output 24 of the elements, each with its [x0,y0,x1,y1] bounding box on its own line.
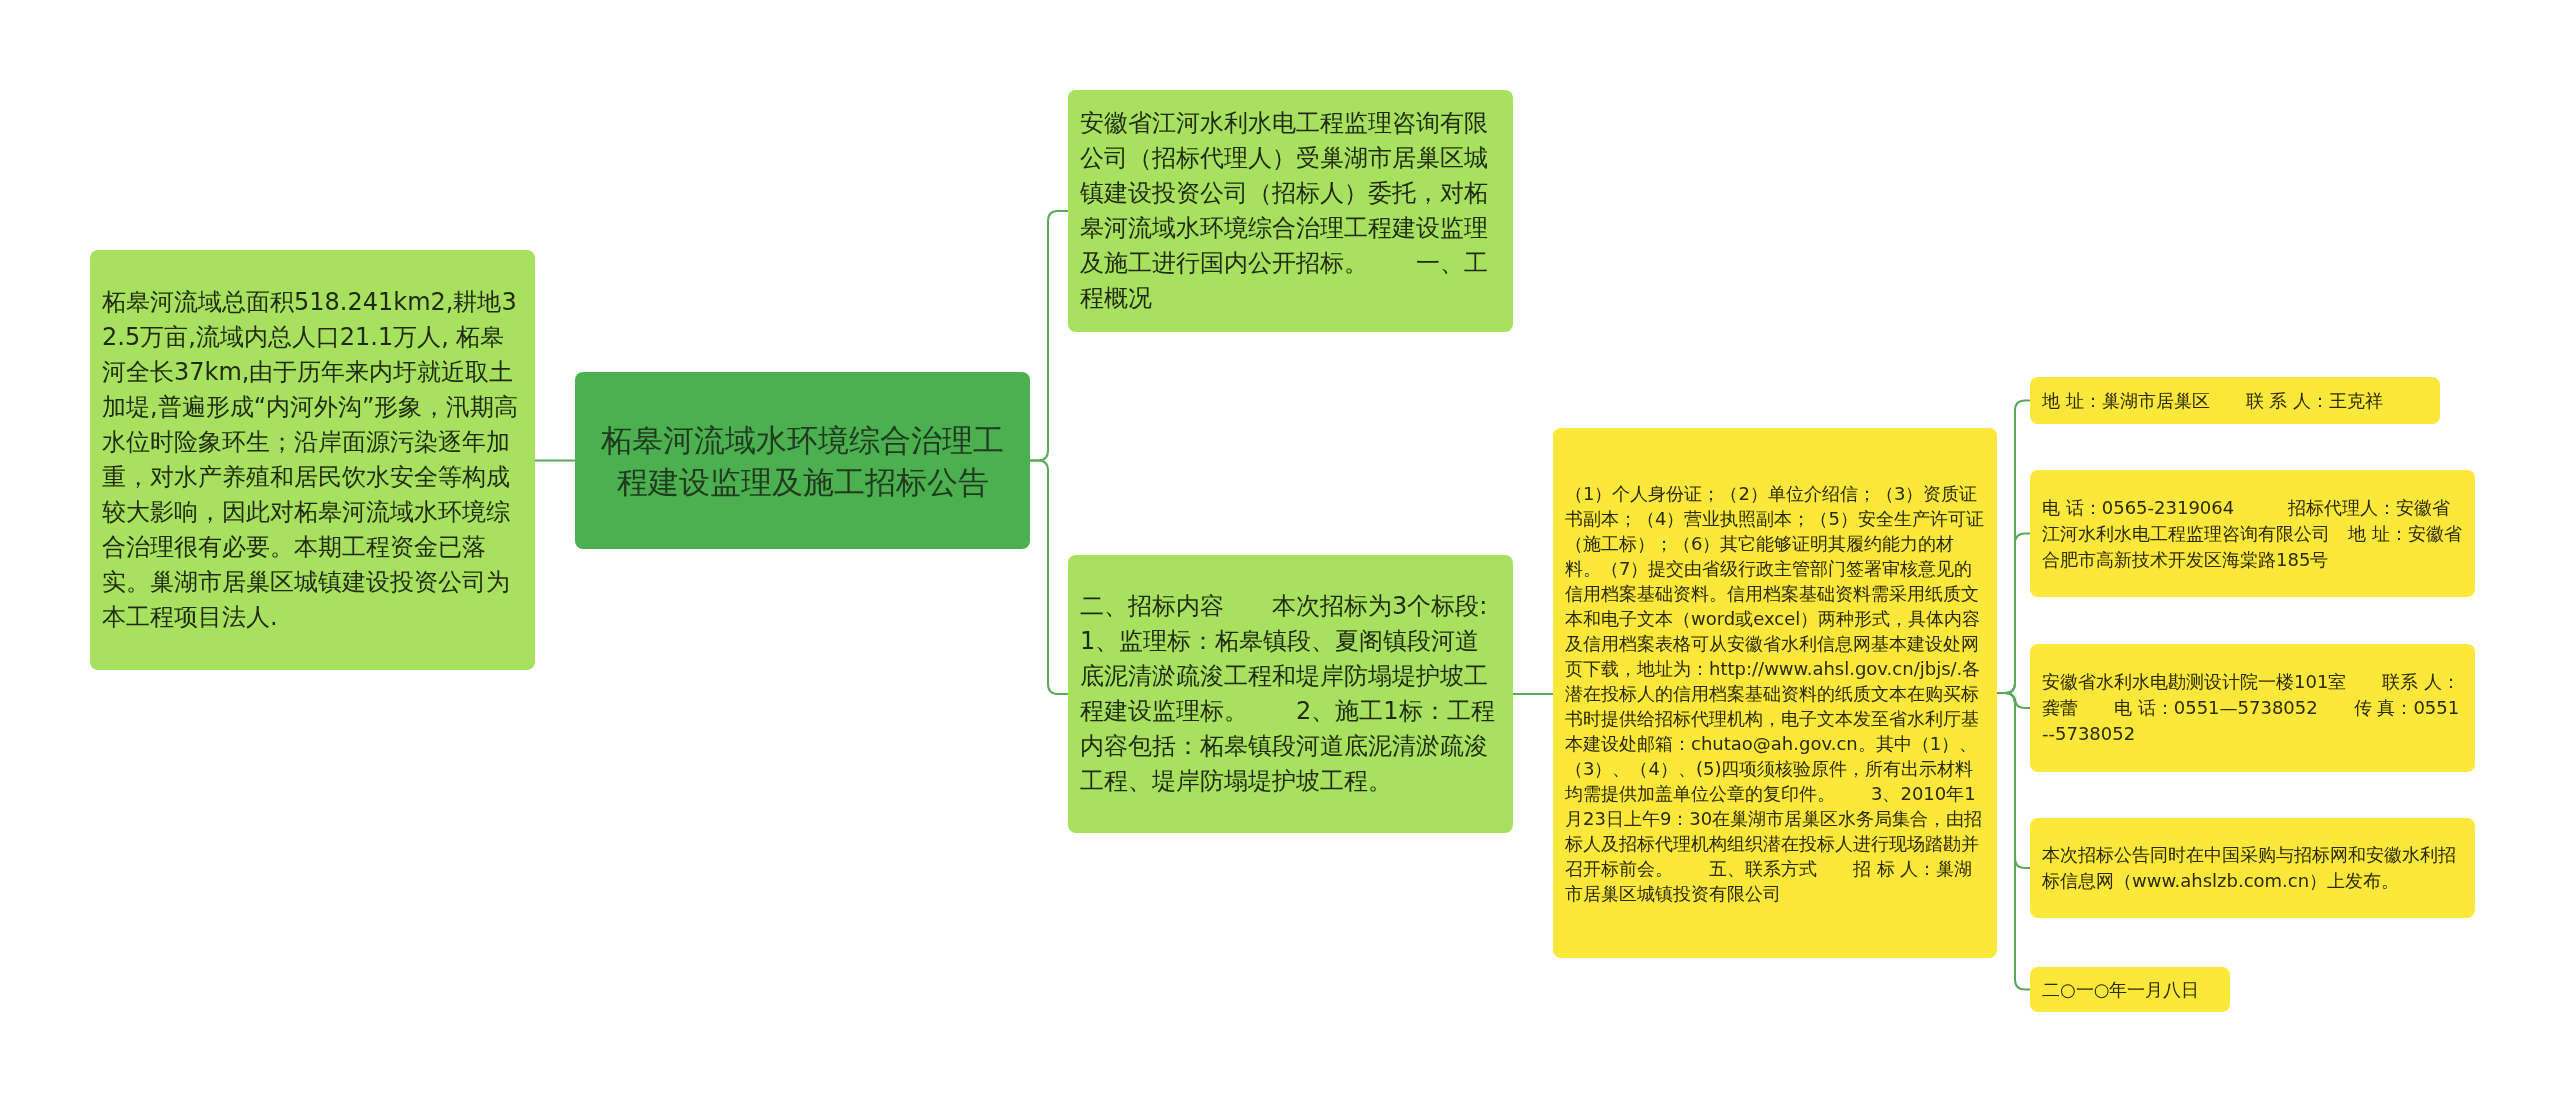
subtopic-box [2030,967,2230,1012]
node-text: （1）个人身份证；（2）单位介绍信；（3）资质证书副本；（4）营业执照副本；（5）安全生产许可证（施工标）；（6）其它能够证明其履约能力的材料。（7）提交由省级行政主管部门签署审核意见的信用档案基础资料。信用档案基础资料需采用纸质文本和电子文本（word或excel）两种形式，具体内容及信用档案表格可从安徽省水利信息网基本建设处网页下载，地址为：http://www.ahsl.gov.cn/jbjs/.各潜在投标人的信用档案基础资料的纸质文本在购买标书时提供给招标代理机构，电子文本发至省水利厅基本建设处邮箱：chutao@ah.gov.cn。其中（1）、（3）、（4）、(5)四项须核验原件，所有出示材料均需提供加盖单位公章的复印件。 3、2010年1月23日上午9：30在巢湖市居巢区水务局集合，由招标人及招标代理机构组织潜在投标人进行现场踏勘并召开标前会。 五、联系方式 招 标 人：巢湖市居巢区城镇投资有限公司 [1565,481,1985,906]
subtopic-box [2030,470,2475,597]
connector-line [1512,693,1554,695]
topic-box [1068,555,1513,833]
topic-box [1068,90,1513,332]
subtopic-box [2030,377,2440,424]
node-text: 二○一○年一月八日 [2042,978,2201,1002]
connector-line [1996,692,2031,991]
connector-line [1029,459,1069,695]
connector-line [534,459,576,462]
central-topic-box [575,372,1030,549]
node-text: 柘皋河流域水环境综合治理工程建设监理及施工招标公告 [600,420,1005,502]
node-text: 安徽省水利水电勘测设计院一楼101室 联系 人：龚蕾 电 话：0551—5738052 传 真：0551--5738052 [2042,670,2462,746]
subtopic-box [1553,428,1997,958]
node-text: 电 话：0565-2319064 招标代理人：安徽省江河水利水电工程监理咨询有限公司 地 址：安徽省合肥市高新技术开发区海棠路185号 [2042,495,2463,572]
subtopic-box [2030,644,2475,772]
node-text: 柘皋河流域总面积518.241km2,耕地32.5万亩,流域内总人口21.1万人, 柘皋河全长37km,由于历年来内圩就近取土加堤,普遍形成“内河外沟”形象，汛期高水位时险象环生；沿岸面源污染逐年加重，对水产养殖和居民饮水安全等构成较大影响，因此对柘皋河流域水环境综合治理很有必要。本期工程资金已落实。巢湖市居巢区城镇建设投资公司为本工程项目法人. [102,287,520,633]
subtopic-box [2030,818,2475,918]
node-text: 地 址：巢湖市居巢区 联 系 人：王克祥 [2042,389,2385,413]
node-text: 安徽省江河水利水电工程监理咨询有限公司（招标代理人）受巢湖市居巢区城镇建设投资公司（招标人）委托，对柘皋河流域水环境综合治理工程建设监理及施工进行国内公开招标。 一、工程概况 [1080,108,1489,314]
node-text: 二、招标内容 本次招标为3个标段: 1、监理标：柘皋镇段、夏阁镇段河道底泥清淤疏浚工程和堤岸防塌堤护坡工程建设监理标。 2、施工1标：工程内容包括：柘皋镇段河道底泥清淤疏浚工程、堤岸防塌堤护坡工程。 [1080,591,1496,797]
node-text: 本次招标公告同时在中国采购与招标网和安徽水利招标信息网（www.ahslzb.com.cn）上发布。 [2042,843,2457,893]
topic-box [90,250,535,670]
